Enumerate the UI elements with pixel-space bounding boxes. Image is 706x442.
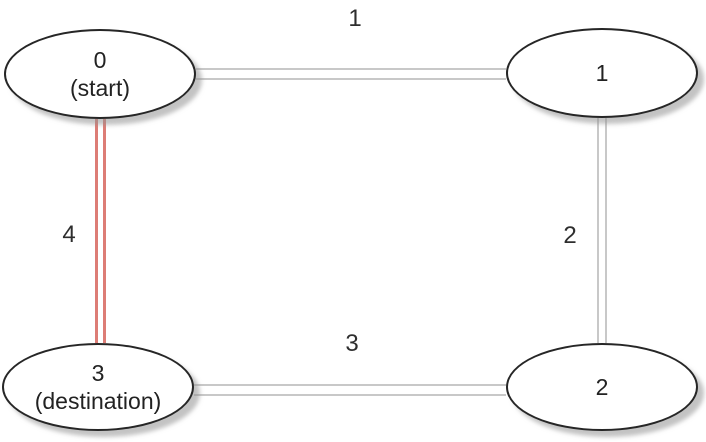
node-1: 1	[506, 28, 698, 118]
node-0-start: 0 (start)	[4, 29, 196, 119]
edge-0-3-weight-label: 4	[62, 221, 76, 248]
edge-0-1	[196, 68, 506, 80]
edge-3-2	[194, 384, 506, 396]
edge-1-2	[597, 118, 607, 343]
node-2: 2	[506, 343, 698, 431]
node-0-id: 0	[93, 47, 107, 73]
node-1-id: 1	[595, 60, 609, 86]
node-3-sublabel: (destination)	[34, 388, 162, 414]
edge-1-2-weight-label: 2	[563, 222, 577, 249]
node-3-destination: 3 (destination)	[2, 343, 194, 431]
node-2-id: 2	[595, 374, 609, 400]
node-0-sublabel: (start)	[69, 75, 131, 101]
edge-0-3-highlighted	[95, 119, 106, 343]
node-3-id: 3	[91, 360, 105, 386]
edge-0-1-weight-label: 1	[348, 5, 362, 32]
edge-3-2-weight-label: 3	[345, 330, 359, 357]
